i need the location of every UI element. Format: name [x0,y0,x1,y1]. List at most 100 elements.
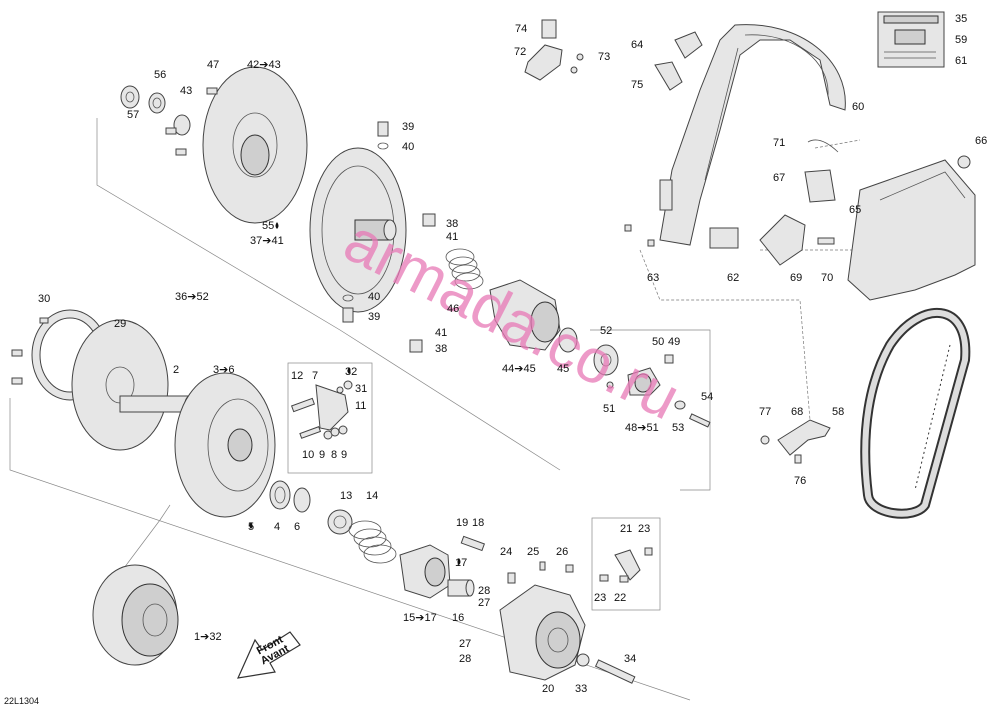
bearing-parts [593,344,711,428]
callout: 65 [849,204,861,216]
callout: 63 [647,272,659,284]
callout: 59 [955,34,967,46]
mount-bracket [760,419,831,464]
callout: 24 [500,546,512,558]
callout: 38 [435,343,447,355]
callout: 11 [355,400,366,412]
callout: 64 [631,39,643,51]
callout: 57 [127,109,139,121]
callout: 32 [345,366,357,378]
callout: 34 [624,653,636,665]
callout: 75 [631,79,643,91]
callout: 77 [759,406,771,418]
callout: 16 [452,612,464,624]
spring-and-bushings [269,480,397,564]
spider-assembly [399,535,486,599]
callout: 9 [341,449,347,461]
callout: 22 [614,592,626,604]
callout: 10 [302,449,314,461]
decal-panel [877,11,945,68]
clutch-guard-cover [847,155,976,301]
callout: 47 [207,59,219,71]
callout: 23 [638,523,650,535]
drop-icon [457,558,461,565]
callout: 38 [446,218,458,230]
callout: 43 [180,85,192,97]
callout: 29 [114,318,126,330]
callout: 14 [366,490,378,502]
callout: 53 [672,422,684,434]
callout: 61 [955,55,967,67]
callout: 26 [556,546,568,558]
callout: 73 [598,51,610,63]
callout: 39 [402,121,414,133]
guard-bracket-parts [624,31,703,247]
drop-icon [249,522,253,529]
callout: 6 [294,521,300,533]
complete-drive-clutch [92,564,179,666]
callout: 56 [154,69,166,81]
callout: 15➔17 [403,612,437,624]
drive-sliding-sheave [174,372,276,518]
callout: 20 [542,683,554,695]
callout: 58 [832,406,844,418]
callout: 46 [447,303,459,315]
diagram-code: 22L1304 [4,696,39,706]
fixed-sheave [202,66,308,224]
callout: 35 [955,13,967,25]
callout: 41 [435,327,447,339]
sliding-sheave [309,121,436,323]
callout: 37➔41 [250,235,284,247]
callout: 55 [262,220,274,232]
callout: 17 [455,557,467,569]
callout: 13 [340,490,352,502]
callout: 33 [575,683,587,695]
callout: 48➔51 [625,422,659,434]
callout: 21 [620,523,632,535]
callout: 69 [790,272,802,284]
callout: 76 [794,475,806,487]
callout: 23 [594,592,606,604]
drive-belt [860,307,971,519]
callout: 74 [515,23,527,35]
callout: 68 [791,406,803,418]
callout: 18 [472,517,484,529]
callout: 36➔52 [175,291,209,303]
callout: 40 [368,291,380,303]
callout: 60 [852,101,864,113]
callout: 9 [319,449,325,461]
callout: 28 [478,585,490,597]
callout: 44➔45 [502,363,536,375]
callout: 3➔6 [213,364,234,376]
callout: 4 [274,521,280,533]
callout: 50 [652,336,664,348]
washers-top-left [120,85,218,156]
callout: 51 [603,403,615,415]
drop-icon [275,222,279,229]
callout: 28 [459,653,471,665]
callout: 12 [291,370,303,382]
callout: 67 [773,172,785,184]
callout: 62 [727,272,739,284]
decal-and-clip [524,19,584,81]
callout: 25 [527,546,539,558]
callout: 70 [821,272,833,284]
retainer-parts [759,139,839,266]
callout: 31 [355,383,367,395]
callout: 2 [173,364,179,376]
callout: 49 [668,336,680,348]
drop-icon [347,367,351,374]
callout: 52 [600,325,612,337]
callout: 30 [38,293,50,305]
callout: 45 [557,363,569,375]
watermark: armada.co.ru [334,206,691,433]
callout: 27 [459,638,471,650]
callout: 27 [478,597,490,609]
callout: 19 [456,517,468,529]
driven-spring [445,248,484,290]
callout: 8 [331,449,337,461]
linkage-parts [599,547,653,583]
callout: 42➔43 [247,59,281,71]
callout: 39 [368,311,380,323]
callout: 7 [312,370,318,382]
